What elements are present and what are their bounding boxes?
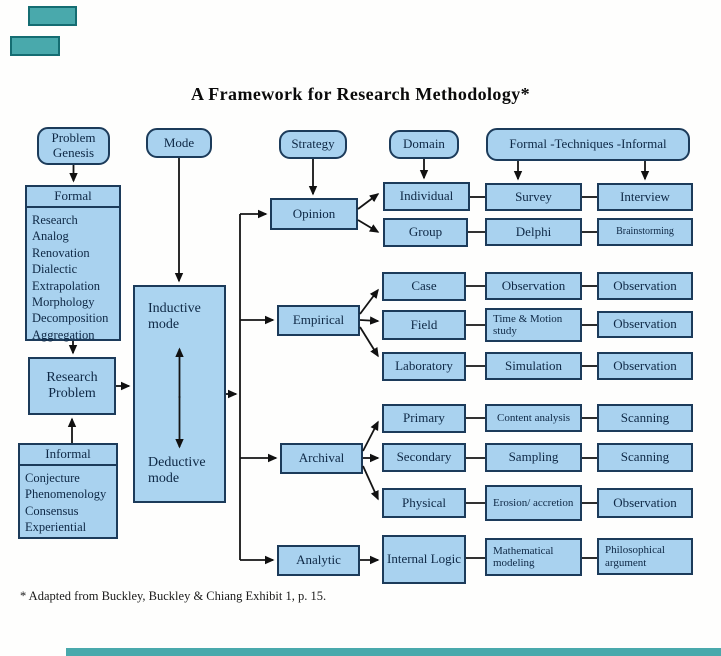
list-item: Morphology — [32, 295, 95, 310]
formal-tech-delphi: Delphi — [485, 218, 582, 246]
strategy-box-empirical: Empirical — [277, 305, 360, 336]
informal-tech-interview: Interview — [597, 183, 693, 211]
deductive-mode-label: Deductive mode — [148, 454, 206, 486]
formal-tech-erosion-accretion: Erosion/ accretion — [485, 485, 582, 521]
informal-tech-observation-1: Observation — [597, 272, 693, 300]
domain-box-internal-logic: Internal Logic — [382, 535, 466, 584]
domain-box-laboratory: Laboratory — [382, 352, 466, 381]
list-item: Analog — [32, 229, 69, 244]
domain-box-secondary: Secondary — [382, 443, 466, 472]
formal-tech-time-motion: Time & Motion study — [485, 308, 582, 342]
domain-box-case: Case — [382, 272, 466, 301]
list-item: Phenomenology — [25, 487, 107, 502]
inductive-mode-label: Inductive mode — [148, 301, 201, 333]
formal-panel-title: Formal — [27, 187, 119, 208]
informal-tech-brainstorming: Brainstorming — [597, 218, 693, 246]
formal-tech-survey: Survey — [485, 183, 582, 211]
bubble-domain: Domain — [389, 130, 459, 159]
formal-genesis-panel: Formal Research Analog Renovation Dialec… — [25, 185, 121, 342]
informal-tech-observation-2: Observation — [597, 311, 693, 338]
informal-tech-scanning-1: Scanning — [597, 404, 693, 432]
bubble-strategy: Strategy — [279, 130, 347, 159]
strategy-box-analytic: Analytic — [277, 545, 360, 576]
formal-panel-list: Research Analog Renovation Dialectic Ext… — [27, 208, 119, 345]
formal-tech-simulation: Simulation — [485, 352, 582, 380]
bubble-problem-genesis: Problem Genesis — [37, 127, 110, 165]
page-title: A Framework for Research Methodology* — [190, 84, 531, 104]
corner-artifact-1 — [28, 6, 77, 26]
formal-tech-observation-case: Observation — [485, 272, 582, 300]
domain-box-physical: Physical — [382, 488, 466, 518]
list-item: Aggregation — [32, 327, 95, 342]
list-item: Decomposition — [32, 311, 109, 326]
list-item: Consensus — [25, 503, 79, 518]
informal-panel-list: Conjecture Phenomenology Consensus Exper… — [20, 466, 116, 538]
bubble-formal-techniques-informal: Formal -Techniques -Informal — [486, 128, 690, 161]
domain-box-individual: Individual — [383, 182, 470, 211]
footnote: * Adapted from Buckley, Buckley & Chiang… — [20, 589, 327, 603]
list-item: Experiential — [25, 520, 87, 535]
list-item: Research — [32, 213, 78, 227]
strategy-trunk — [226, 209, 278, 565]
research-problem-box: Research Problem — [28, 357, 116, 415]
strategy-box-archival: Archival — [280, 443, 363, 474]
list-item: Dialectic — [32, 262, 78, 277]
domain-box-group: Group — [383, 218, 468, 247]
list-item: Renovation — [32, 245, 90, 260]
strategy-box-opinion: Opinion — [270, 198, 358, 230]
strategy-fan-arrows — [357, 193, 380, 565]
informal-tech-observation-4: Observation — [597, 488, 693, 518]
domain-box-primary: Primary — [382, 404, 466, 433]
corner-artifact-2 — [10, 36, 60, 56]
formal-tech-content-analysis: Content analysis — [485, 404, 582, 432]
bottom-strip-artifact — [66, 648, 721, 656]
informal-tech-scanning-2: Scanning — [597, 443, 693, 472]
informal-tech-observation-3: Observation — [597, 352, 693, 380]
mode-box: Inductive mode Deductive mode — [133, 285, 226, 503]
list-item: Conjecture — [25, 471, 80, 485]
informal-panel-title: Informal — [20, 445, 116, 466]
formal-tech-mathematical-modeling: Mathematical modeling — [485, 538, 582, 576]
bubble-mode: Mode — [146, 128, 212, 158]
domain-box-field: Field — [382, 310, 466, 340]
informal-genesis-panel: Informal Conjecture Phenomenology Consen… — [18, 443, 118, 539]
list-item: Extrapolation — [32, 278, 101, 293]
informal-tech-philosophical-argument: Philosophical argument — [597, 538, 693, 575]
formal-tech-sampling: Sampling — [485, 443, 582, 472]
